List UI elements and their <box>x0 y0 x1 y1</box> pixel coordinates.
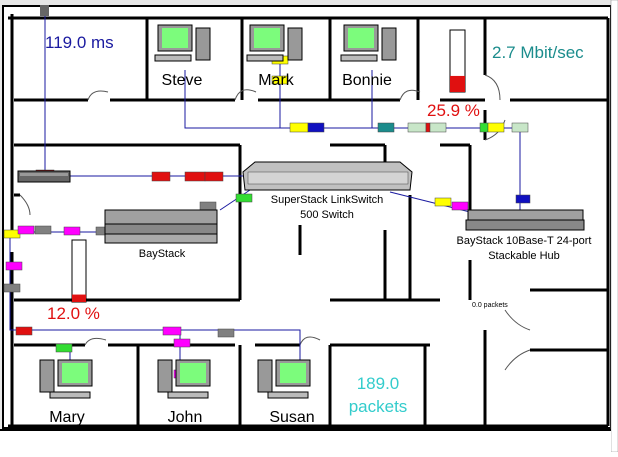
superstack-switch[interactable] <box>242 161 413 191</box>
user-name-steve: Steve <box>162 72 203 89</box>
packet <box>289 122 309 133</box>
keyboard <box>49 391 91 399</box>
packet <box>199 201 217 211</box>
throughput-readout: 2.7 Mbit/sec <box>492 43 584 62</box>
hub-label-2: Stackable Hub <box>488 250 560 262</box>
packet-count: 189.0 <box>357 374 400 393</box>
packet <box>3 229 21 239</box>
left-util-gauge <box>71 239 87 303</box>
packet <box>377 122 395 133</box>
packet <box>271 75 289 85</box>
keyboard <box>154 54 192 62</box>
gauge-fill <box>450 75 465 92</box>
gauge-fill <box>72 294 86 302</box>
window-handle-icon[interactable] <box>40 5 49 16</box>
doors <box>19 74 531 371</box>
packet <box>515 194 531 204</box>
user-name-john: John <box>168 409 203 426</box>
walls <box>8 14 610 428</box>
screen <box>180 363 206 383</box>
baystack-device[interactable] <box>104 209 218 244</box>
packet <box>184 171 206 182</box>
packet <box>217 328 235 338</box>
packet <box>425 122 431 133</box>
left-util-readout: 12.0 % <box>47 304 100 323</box>
tower <box>195 27 211 61</box>
user-name-mary: Mary <box>49 409 85 426</box>
packet <box>511 122 529 133</box>
screen <box>280 363 306 383</box>
tower <box>381 27 397 61</box>
packet <box>204 171 224 182</box>
packet <box>55 343 73 353</box>
packet <box>434 197 452 207</box>
workstation-mary[interactable] <box>39 359 93 399</box>
screen <box>254 28 280 48</box>
hub-util-readout: 25.9 % <box>427 101 480 120</box>
packet <box>15 326 33 336</box>
workstation-mark[interactable] <box>246 24 303 62</box>
packet <box>34 225 52 235</box>
tower <box>287 27 303 61</box>
packet <box>479 122 489 133</box>
packet <box>63 226 81 236</box>
user-name-mark: Mark <box>258 72 295 89</box>
stackable-hub[interactable] <box>465 209 585 231</box>
bottom-margin <box>0 430 611 452</box>
packet <box>307 122 325 133</box>
tower <box>39 359 55 393</box>
packet-unit: packets <box>349 397 408 416</box>
switch-label-1: SuperStack LinkSwitch <box>271 194 384 206</box>
tower <box>257 359 273 393</box>
screen <box>348 28 374 48</box>
keyboard <box>167 391 209 399</box>
screen <box>162 28 188 48</box>
user-name-bonnie: Bonnie <box>342 72 392 89</box>
workstation-bonnie[interactable] <box>340 24 397 62</box>
keyboard <box>267 391 309 399</box>
workstation-steve[interactable] <box>154 24 211 62</box>
packet <box>162 326 182 336</box>
packet <box>487 122 505 133</box>
packet <box>451 201 469 211</box>
keyboard <box>340 54 378 62</box>
packet <box>407 122 427 133</box>
packet <box>151 171 171 182</box>
right-scrollbar[interactable] <box>610 0 618 453</box>
latency-readout: 119.0 ms <box>45 33 114 52</box>
workstation-john[interactable] <box>157 359 211 399</box>
screen <box>62 363 88 383</box>
hub-util-gauge <box>449 29 466 93</box>
packet <box>173 338 191 348</box>
user-name-susan: Susan <box>269 409 314 426</box>
packet <box>429 122 447 133</box>
keyboard <box>246 54 284 62</box>
switch-label-2: 500 Switch <box>300 209 354 221</box>
workstation-susan[interactable] <box>257 359 311 399</box>
packet <box>235 193 253 203</box>
mini-packet-count: 0.0 packets <box>472 302 508 309</box>
packet <box>5 261 23 271</box>
packet <box>3 283 21 293</box>
baystack-label: BayStack <box>139 248 186 260</box>
tower <box>157 359 173 393</box>
hub-label-1: BayStack 10Base-T 24-port <box>457 235 592 247</box>
router-device[interactable] <box>17 170 71 183</box>
packet <box>17 225 35 235</box>
